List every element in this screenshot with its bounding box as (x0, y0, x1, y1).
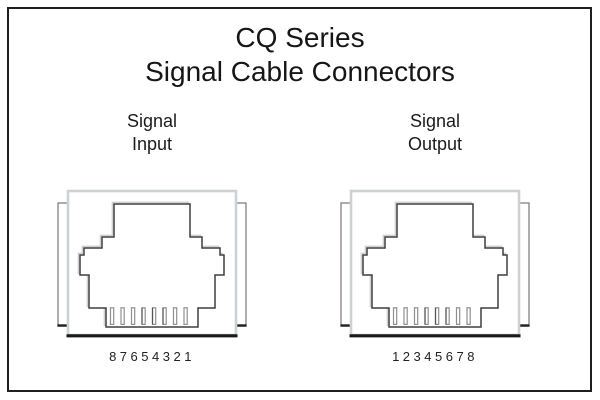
signal-input-pin-numbers: 87654321 (109, 349, 195, 364)
title-line-2: Signal Cable Connectors (145, 56, 455, 87)
signal-input-label: Signal Input (57, 110, 247, 156)
signal-input-connector-icon (57, 186, 247, 341)
signal-output-connector-icon (340, 186, 530, 341)
signal-output-pin-numbers: 12345678 (392, 349, 478, 364)
signal-output-label-line-2: Output (407, 134, 463, 154)
signal-input-label-line-1: Signal (126, 111, 178, 131)
signal-output-label-line-1: Signal (409, 111, 461, 131)
title-line-1: CQ Series (235, 22, 365, 53)
figure-title: CQ Series Signal Cable Connectors (0, 21, 600, 89)
signal-input-label-line-2: Input (131, 134, 173, 154)
signal-output-label: Signal Output (340, 110, 530, 156)
